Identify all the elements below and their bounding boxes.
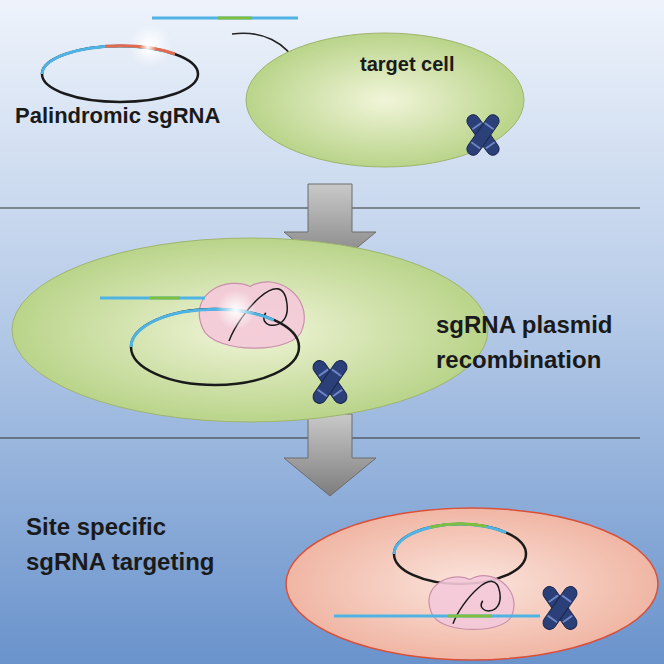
panel-label: Palindromic sgRNA bbox=[15, 100, 275, 132]
panel-2-illustration bbox=[12, 238, 488, 422]
chromosome bbox=[310, 358, 349, 406]
panel-3-illustration bbox=[286, 508, 658, 660]
chromosome bbox=[540, 584, 579, 632]
node-label: target cell bbox=[360, 50, 454, 78]
chromosome bbox=[464, 112, 501, 158]
panel-label: Site specific sgRNA targeting bbox=[26, 510, 241, 580]
cell-outline: target cell bbox=[245, 32, 525, 168]
step-arrow bbox=[284, 414, 376, 496]
cell-shape bbox=[245, 32, 525, 168]
panel-label: sgRNA plasmid recombination bbox=[436, 308, 651, 378]
